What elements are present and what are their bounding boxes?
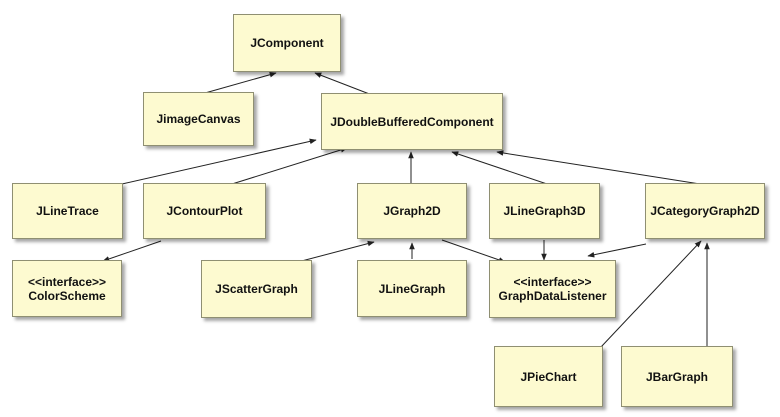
class-name: JLineGraph: [378, 281, 446, 296]
edge-jcategorygraph2d-to-graphdatalistener: [587, 243, 647, 258]
class-name: JComponent: [250, 36, 324, 50]
class-name: JimageCanvas: [156, 112, 241, 126]
edge-jlinetrace-to-jdoublebuffered: [121, 138, 317, 185]
interface-box-graphdatalistener[interactable]: <<interface>> GraphDataListener: [489, 260, 616, 318]
class-name: JContourPlot: [166, 204, 243, 218]
interface-name: GraphDataListener: [498, 289, 607, 303]
class-box-jpiechart[interactable]: JPieChart: [494, 346, 603, 407]
class-box-jimagecanvas[interactable]: JimageCanvas: [143, 92, 254, 146]
edge-jcontourplot-to-jdoublebuffered: [231, 147, 348, 185]
interface-name: ColorScheme: [28, 288, 106, 303]
class-box-jscattergraph[interactable]: JScatterGraph: [201, 260, 312, 318]
class-name: JBarGraph: [645, 369, 709, 384]
class-box-jdoublebuffered-component[interactable]: JDoubleBufferedComponent: [321, 93, 503, 150]
class-box-jgraph2d[interactable]: JGraph2D: [357, 183, 467, 239]
class-name: JScatterGraph: [215, 282, 298, 296]
class-box-jcontourplot[interactable]: JContourPlot: [143, 183, 266, 239]
class-box-jlinetrace[interactable]: JLineTrace: [12, 183, 123, 239]
edge-jscattergraph-to-jgraph2d: [293, 240, 375, 264]
interface-stereotype: <<interface>>: [27, 274, 107, 289]
class-name: JCategoryGraph2D: [650, 204, 760, 218]
edge-jcontourplot-to-colorscheme: [102, 240, 162, 262]
class-box-jcomponent[interactable]: JComponent: [233, 14, 341, 72]
interface-stereotype: <<interface>>: [513, 275, 592, 289]
edge-jgraph2d-to-graphdatalistener: [441, 239, 506, 263]
class-name: JGraph2D: [383, 204, 441, 218]
edge-jimagecanvas-to-jcomponent: [204, 72, 277, 94]
class-name: JDoubleBufferedComponent: [330, 114, 494, 129]
class-box-jlinegraph[interactable]: JLineGraph: [357, 260, 467, 317]
edge-jpiechart-to-jcategorygraph2d: [600, 240, 702, 348]
edge-jlinegraph3d-to-jdoublebuffered: [451, 151, 548, 185]
class-box-jbargraph[interactable]: JBarGraph: [621, 346, 733, 407]
interface-box-colorscheme[interactable]: <<interface>> ColorScheme: [12, 260, 122, 317]
class-box-jcategorygraph2d[interactable]: JCategoryGraph2D: [645, 183, 765, 239]
class-name: JLineTrace: [36, 204, 99, 218]
edge-jdoublebuffered-to-jcomponent: [314, 72, 373, 96]
edge-jcategorygraph2d-to-jdoublebuffered: [496, 150, 701, 185]
class-box-jlinegraph3d[interactable]: JLineGraph3D: [489, 183, 600, 239]
class-name: JPieChart: [520, 369, 577, 384]
class-name: JLineGraph3D: [503, 204, 586, 218]
